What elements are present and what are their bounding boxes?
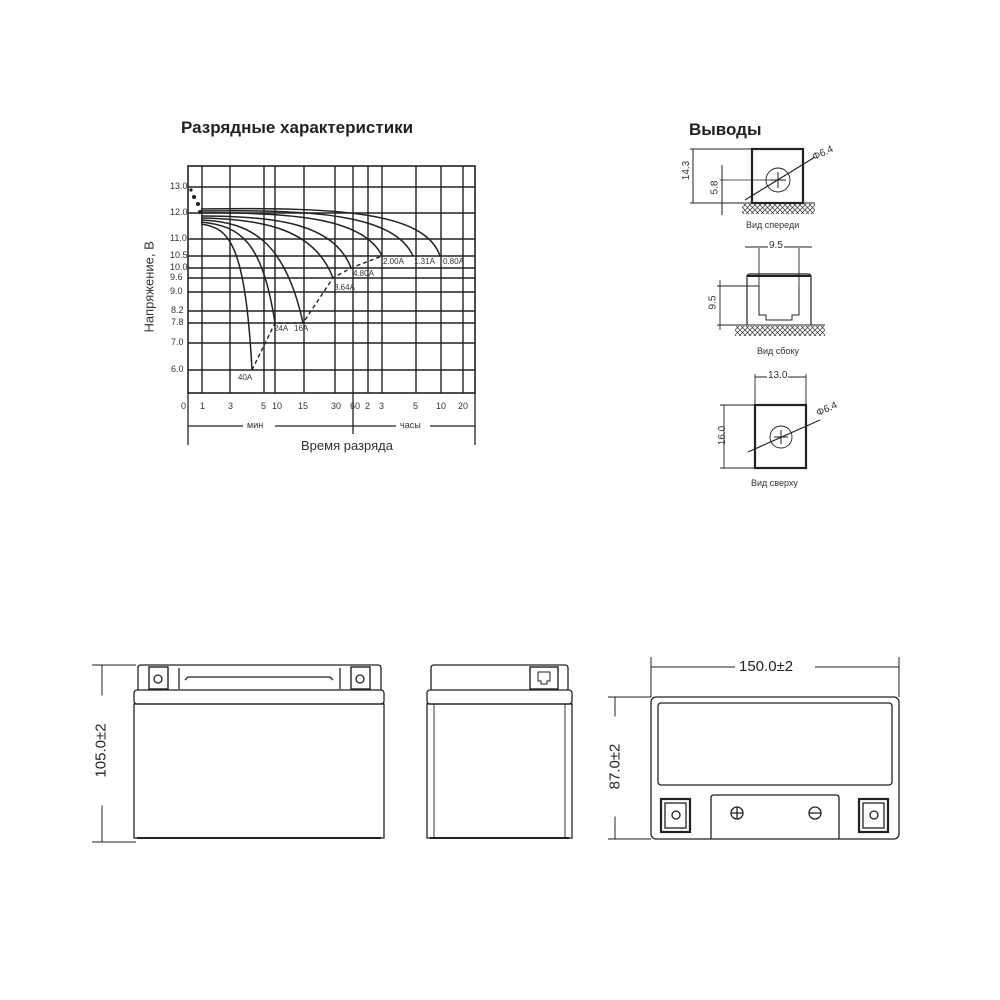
curve-label-0-80a: 0.80A bbox=[443, 257, 464, 266]
curve-label-40a: 40A bbox=[238, 373, 253, 382]
y-tick: 7.8 bbox=[171, 317, 184, 327]
curve-label-1-31a: 1.31A bbox=[414, 257, 435, 266]
x-tick: 10 bbox=[436, 401, 447, 411]
y-tick: 12.0 bbox=[170, 207, 188, 217]
x-tick: 15 bbox=[298, 401, 309, 411]
x-tick: 60 bbox=[350, 401, 361, 411]
x-tick: 2 bbox=[365, 401, 371, 411]
x-tick: 0 bbox=[181, 401, 187, 411]
front-view-caption: Вид спереди bbox=[746, 220, 800, 230]
y-tick: 8.2 bbox=[171, 305, 184, 315]
x-group-minutes: мин bbox=[247, 420, 264, 430]
x-tick: 1 bbox=[200, 401, 206, 411]
x-tick: 30 bbox=[331, 401, 342, 411]
y-tick: 9.0 bbox=[170, 286, 183, 296]
curve-label-2-00a: 2.00A bbox=[383, 257, 404, 266]
chart-title: Разрядные характеристики bbox=[181, 118, 414, 137]
x-tick: 5 bbox=[261, 401, 267, 411]
battery-height-dimension: 105.0±2 bbox=[92, 695, 110, 806]
x-tick: 20 bbox=[458, 401, 469, 411]
top-view-caption: Вид сверху bbox=[751, 478, 798, 488]
battery-width-dimension: 150.0±2 bbox=[737, 658, 796, 675]
y-tick: 13.0 bbox=[170, 181, 188, 191]
x-tick: 3 bbox=[228, 401, 234, 411]
y-tick: 11.0 bbox=[170, 233, 187, 243]
y-tick: 7.0 bbox=[171, 337, 184, 347]
x-tick: 3 bbox=[379, 401, 385, 411]
battery-depth-dimension: 87.0±2 bbox=[606, 716, 624, 817]
terminals-title: Выводы bbox=[689, 120, 762, 139]
side-view-caption: Вид сбоку bbox=[757, 346, 799, 356]
x-tick: 10 bbox=[272, 401, 283, 411]
x-tick: 5 bbox=[413, 401, 419, 411]
side-width: 9.5 bbox=[768, 240, 784, 251]
curve-label-8-64a: 8.64A bbox=[334, 283, 355, 292]
y-tick: 6.0 bbox=[171, 364, 184, 374]
curve-label-4-80a: 4.80A bbox=[353, 269, 374, 278]
curve-label-16a: 16A bbox=[294, 324, 309, 333]
curve-label-24a: 24A bbox=[274, 324, 289, 333]
top-width: 13.0 bbox=[767, 370, 789, 381]
y-tick: 10.0 bbox=[170, 262, 188, 272]
y-tick: 10.5 bbox=[170, 250, 188, 260]
x-axis-label: Время разряда bbox=[301, 438, 393, 453]
y-tick: 9.6 bbox=[170, 272, 183, 282]
x-group-hours: часы bbox=[400, 420, 421, 430]
